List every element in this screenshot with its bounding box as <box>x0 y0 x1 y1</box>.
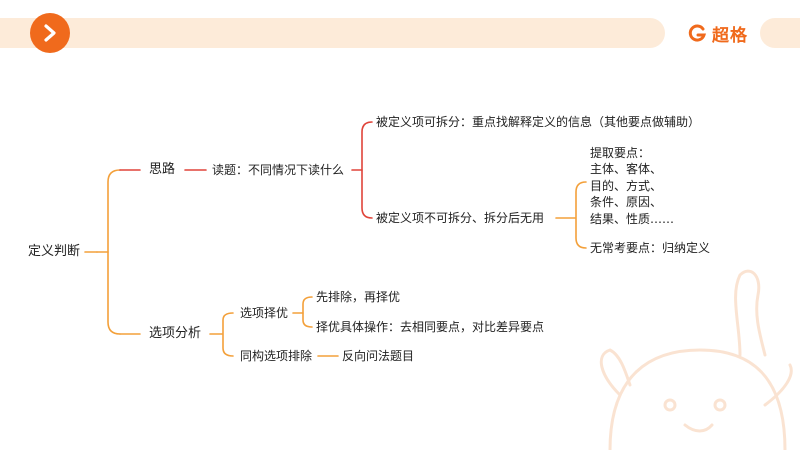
header-bar <box>0 18 665 48</box>
mascot-watermark <box>599 269 793 450</box>
unsplittable-node: 被定义项不可拆分、拆分后无用 <box>376 211 545 225</box>
exclude-then-select-node: 先排除，再择优 <box>316 290 401 304</box>
extract-points-line-4: 条件、原因、 <box>590 195 663 209</box>
no-common-points-node: 无常考要点：归纳定义 <box>590 241 711 255</box>
brand-swirl-icon <box>688 24 707 42</box>
branch-option-analysis: 选项分析 <box>149 326 202 341</box>
select-operation-node: 择优具体操作：去相同要点，对比差异要点 <box>316 320 545 334</box>
chevron-right-icon <box>44 24 56 42</box>
extract-points-line-1: 提取要点： <box>590 146 651 160</box>
next-button[interactable] <box>30 13 70 53</box>
read-question-node: 读题：不同情况下读什么 <box>212 163 345 177</box>
header-bar-right <box>760 18 800 48</box>
extract-points-line-2: 主体、客体、 <box>590 162 663 176</box>
brand-name: 超格 <box>712 25 748 46</box>
extract-points-line-5: 结果、性质…… <box>590 212 675 226</box>
reverse-question-node: 反向问法题目 <box>342 349 415 363</box>
homomorphic-exclusion-node: 同构选项排除 <box>240 349 313 363</box>
brand-logo: 超格 <box>687 21 748 46</box>
splittable-node: 被定义项可拆分：重点找解释定义的信息（其他要点做辅助） <box>376 115 701 129</box>
branch-thinking: 思路 <box>149 162 176 177</box>
option-select-node: 选项择优 <box>240 306 289 320</box>
extract-points-line-3: 目的、方式、 <box>590 179 663 193</box>
root-node: 定义判断 <box>28 244 81 259</box>
